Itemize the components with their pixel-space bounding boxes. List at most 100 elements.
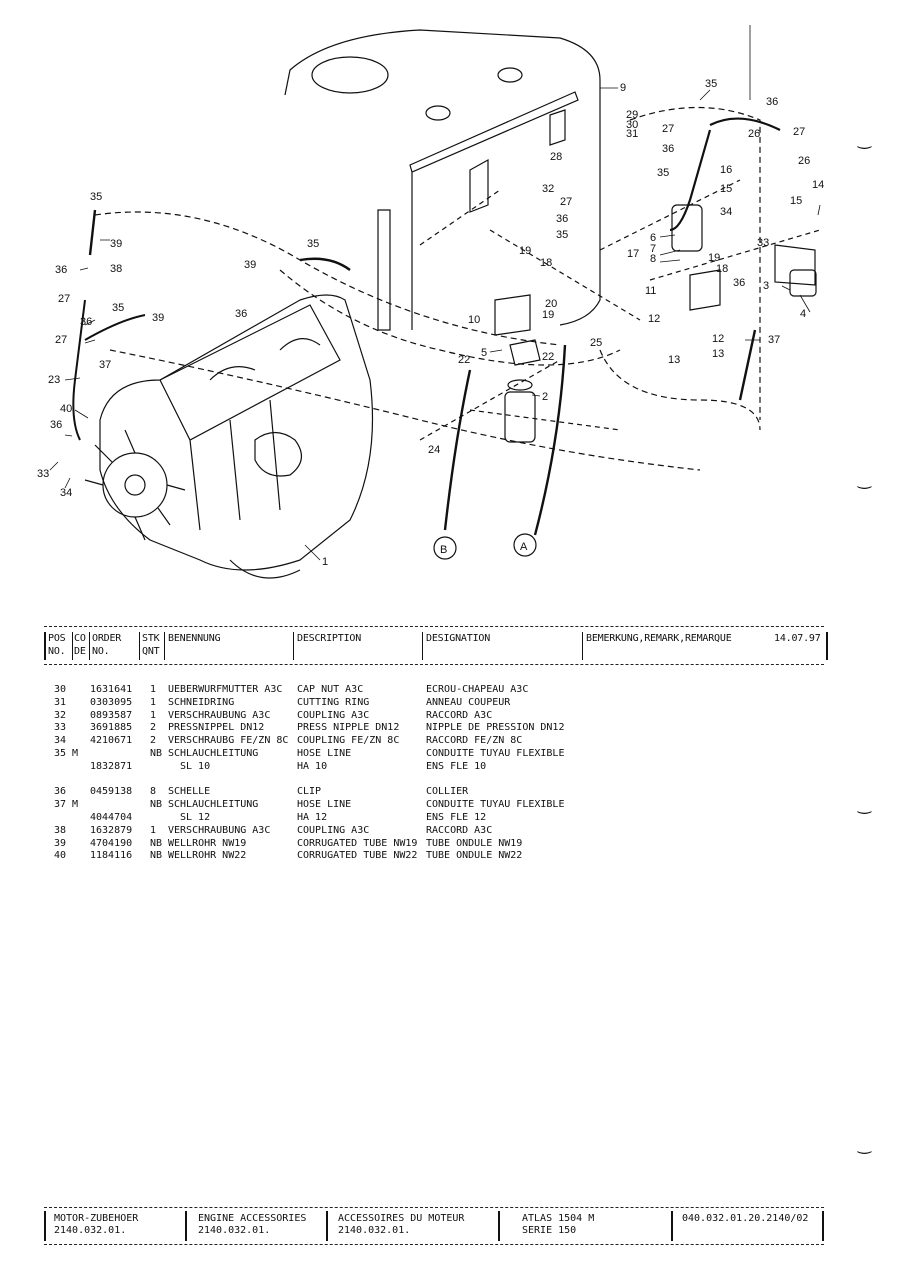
table-row: 31 0303095 1 SCHNEIDRING CUTTING RING AN… <box>0 697 922 710</box>
footer-english-title: ENGINE ACCESSORIES 2140.032.01. <box>198 1213 307 1236</box>
callout-37: 37 <box>768 334 780 346</box>
callout-27e: 27 <box>55 334 67 346</box>
callout-35c: 35 <box>705 78 717 90</box>
callout-33b: 33 <box>757 237 769 249</box>
order-no: 0893587 <box>90 709 133 721</box>
callout-36h: 36 <box>733 277 745 289</box>
order-no: 4210671 <box>90 735 133 747</box>
callout-1: 1 <box>322 556 328 568</box>
benennung: VERSCHRAUBUNG A3C <box>168 824 271 836</box>
callout-34b: 34 <box>720 206 732 218</box>
designation: CONDUITE TUYAU FLEXIBLE <box>426 799 565 811</box>
callout-7: 7 <box>650 243 656 255</box>
benennung: SL 10 <box>180 760 211 772</box>
footer-divider <box>498 1211 500 1241</box>
callout-39: 39 <box>110 238 122 250</box>
footer-german-title: MOTOR-ZUBEHOER 2140.032.01. <box>54 1213 139 1236</box>
callout-5: 5 <box>481 347 487 359</box>
benennung: SL 12 <box>180 811 211 823</box>
order-no: 1631641 <box>90 684 133 695</box>
callout-25: 25 <box>590 337 602 349</box>
header-divider <box>164 632 165 660</box>
table-row: 4044704 SL 12 HA 12 ENS FLE 12 <box>0 812 922 825</box>
callout-6: 6 <box>650 232 656 244</box>
benennung: VERSCHRAUBG FE/ZN 8C <box>168 735 289 747</box>
header-divider <box>582 632 583 660</box>
description: CORRUGATED TUBE NW22 <box>297 850 418 862</box>
description: CORRUGATED TUBE NW19 <box>297 837 418 849</box>
description: COUPLING FE/ZN 8C <box>297 735 400 747</box>
header-divider <box>293 632 294 660</box>
callout-12b: 12 <box>712 333 724 345</box>
callout-27b: 27 <box>793 126 805 138</box>
callout-36b: 36 <box>80 316 92 328</box>
pos-no: 31 <box>54 696 67 708</box>
description: PRESS NIPPLE DN12 <box>297 722 400 734</box>
designation: ECROU-CHAPEAU A3C <box>426 684 529 695</box>
header-remark: BEMERKUNG,REMARK,REMARQUE <box>586 633 732 644</box>
footer-top-rule <box>44 1207 824 1208</box>
callout-36g: 36 <box>556 213 568 225</box>
table-row: 39 4704190 NB WELLROHR NW19 CORRUGATED T… <box>0 838 922 851</box>
header-divider <box>89 632 90 660</box>
pos-no: 36 <box>54 786 67 798</box>
header-divider <box>139 632 140 660</box>
description: CUTTING RING <box>297 696 370 708</box>
table-row: 35 M NB SCHLAUCHLEITUNG HOSE LINE CONDUI… <box>0 748 922 761</box>
table-row: 30 1631641 1 UEBERWURFMUTTER A3C CAP NUT… <box>0 684 922 697</box>
callout-22b: 22 <box>542 351 554 363</box>
table-row: 34 4210671 2 VERSCHRAUBG FE/ZN 8C COUPLI… <box>0 735 922 748</box>
callout-33: 33 <box>37 468 49 480</box>
callout-20: 20 <box>545 298 557 310</box>
callout-39b: 39 <box>244 259 256 271</box>
designation: ENS FLE 12 <box>426 811 487 823</box>
benennung: SCHNEIDRING <box>168 696 235 708</box>
order-no: 0303095 <box>90 696 133 708</box>
header-divider <box>422 632 423 660</box>
callout-27d: 27 <box>58 293 70 305</box>
header-designation: DESIGNATION <box>426 633 491 644</box>
table-row: 37 M NB SCHLAUCHLEITUNG HOSE LINE CONDUI… <box>0 799 922 812</box>
pos-no: 32 <box>54 709 67 721</box>
header-benennung: BENENNUNG <box>168 633 221 644</box>
callout-11: 11 <box>645 285 656 297</box>
callout-35b: 35 <box>307 238 319 250</box>
pos-no: 37 M <box>54 799 79 811</box>
exploded-parts-drawing: 1 2 3 4 5 6 7 8 9 10 11 12 12 13 13 14 1… <box>37 25 824 579</box>
footer-right-bar <box>822 1211 824 1241</box>
callout-29: 29 <box>626 109 638 121</box>
benennung: WELLROHR NW22 <box>168 850 247 862</box>
designation: RACCORD FE/ZN 8C <box>426 735 523 747</box>
header-pos-no: POS NO. <box>48 633 66 657</box>
binder-mark: ‿ <box>858 130 871 149</box>
footer-left-bar <box>44 1211 46 1241</box>
header-description: DESCRIPTION <box>297 633 362 644</box>
quantity: NB <box>150 799 163 811</box>
description: COUPLING A3C <box>297 824 370 836</box>
callout-35e: 35 <box>556 229 568 241</box>
callout-15: 15 <box>720 183 732 195</box>
callout-26: 26 <box>748 128 760 140</box>
order-no: 0459138 <box>90 786 133 798</box>
designation: TUBE ONDULE NW22 <box>426 850 523 862</box>
description: CLIP <box>297 786 322 798</box>
header-date: 14.07.97 <box>774 633 821 644</box>
footer-model: ATLAS 1504 M SERIE 150 <box>522 1213 595 1236</box>
benennung: UEBERWURFMUTTER A3C <box>168 684 283 695</box>
callout-34: 34 <box>60 487 72 499</box>
order-no: 4044704 <box>90 811 133 823</box>
callout-35: 35 <box>90 191 102 203</box>
callout-38: 38 <box>110 263 122 275</box>
callout-8: 8 <box>650 253 656 265</box>
order-no: 4704190 <box>90 837 133 849</box>
connection-label-a: A <box>520 541 528 553</box>
callout-19: 19 <box>519 245 531 257</box>
callout-27c: 27 <box>560 196 572 208</box>
callout-37b: 37 <box>99 359 111 371</box>
pos-no: 33 <box>54 722 67 734</box>
order-no: 1632879 <box>90 824 133 836</box>
quantity: NB <box>150 747 163 759</box>
row-spacer <box>0 774 922 787</box>
table-row: 40 1184116 NB WELLROHR NW22 CORRUGATED T… <box>0 850 922 863</box>
table-row: 1832871 SL 10 HA 10 ENS FLE 10 <box>0 761 922 774</box>
